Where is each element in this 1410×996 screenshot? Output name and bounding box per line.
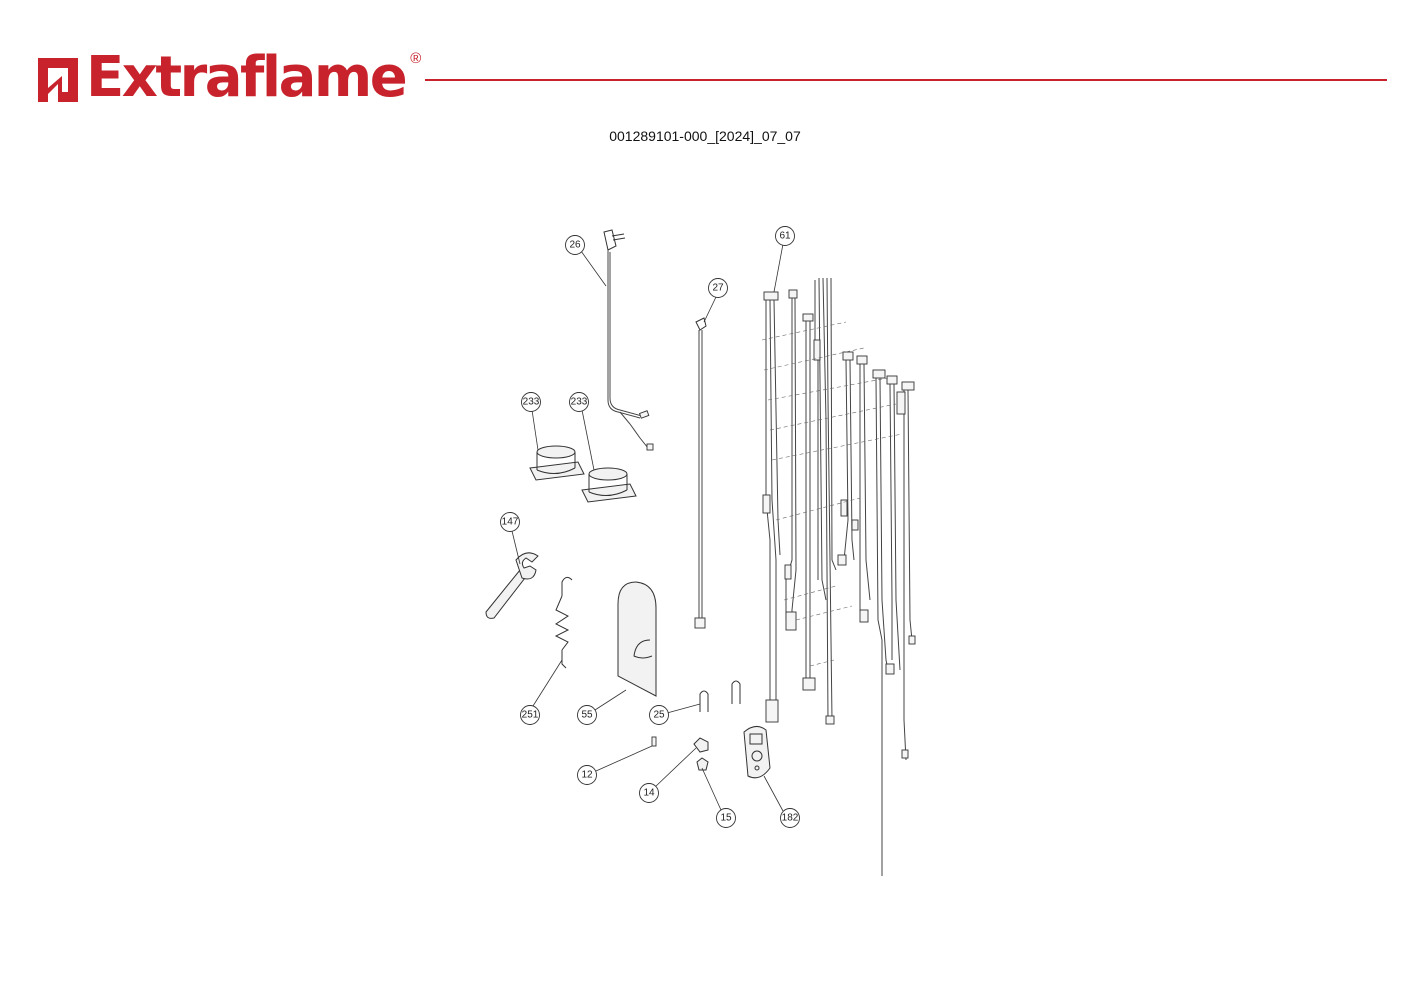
leader-lines [511,243,784,812]
part-26-power-cord [603,229,654,451]
brand-name: Extraflame [86,45,408,110]
callout-12-label: 12 [581,770,593,781]
callout-27: 27 [708,278,728,298]
callout-27-label: 27 [712,283,724,294]
brand-logo: Extraflame ® [34,48,421,108]
callout-15-label: 15 [720,813,732,824]
extraflame-logo-icon [38,58,78,102]
callout-14-label: 14 [643,788,655,799]
part-25-u-clips [699,680,741,712]
callout-61: 61 [775,226,795,246]
part-55-cover [617,581,657,697]
callout-15: 15 [716,808,736,828]
part-15-clip [696,757,709,771]
callout-14: 14 [639,783,659,803]
callout-233-right: 233 [569,392,589,412]
callout-25: 25 [649,705,669,725]
registered-mark: ® [410,50,422,67]
callout-182-label: 182 [782,813,799,824]
callout-61-label: 61 [779,231,791,242]
callout-182: 182 [780,808,800,828]
callout-233-left: 233 [521,392,541,412]
callout-55-label: 55 [581,710,593,721]
callout-233-right-label: 233 [571,397,588,408]
callout-233-left-label: 233 [523,397,540,408]
part-147-wrench [485,552,539,619]
part-12-pin [651,736,657,747]
callout-12: 12 [577,765,597,785]
part-182-remote-control [743,726,771,779]
header-rule [425,79,1387,81]
callout-55: 55 [577,705,597,725]
part-27-probe-cable [694,317,707,629]
part-233-flange-left [529,445,585,481]
callout-26-label: 26 [569,240,581,251]
callout-251: 251 [520,705,540,725]
part-14-clip [693,737,709,753]
callout-147: 147 [500,512,520,532]
callout-251-label: 251 [522,710,539,721]
part-233-flange-right [581,467,637,503]
part-61-wiring-harness [761,277,916,876]
callout-25-label: 25 [653,710,665,721]
callout-147-label: 147 [502,517,519,528]
callout-26: 26 [565,235,585,255]
document-code: 001289101-000_[2024]_07_07 [609,128,801,144]
part-251-spring [554,576,573,669]
